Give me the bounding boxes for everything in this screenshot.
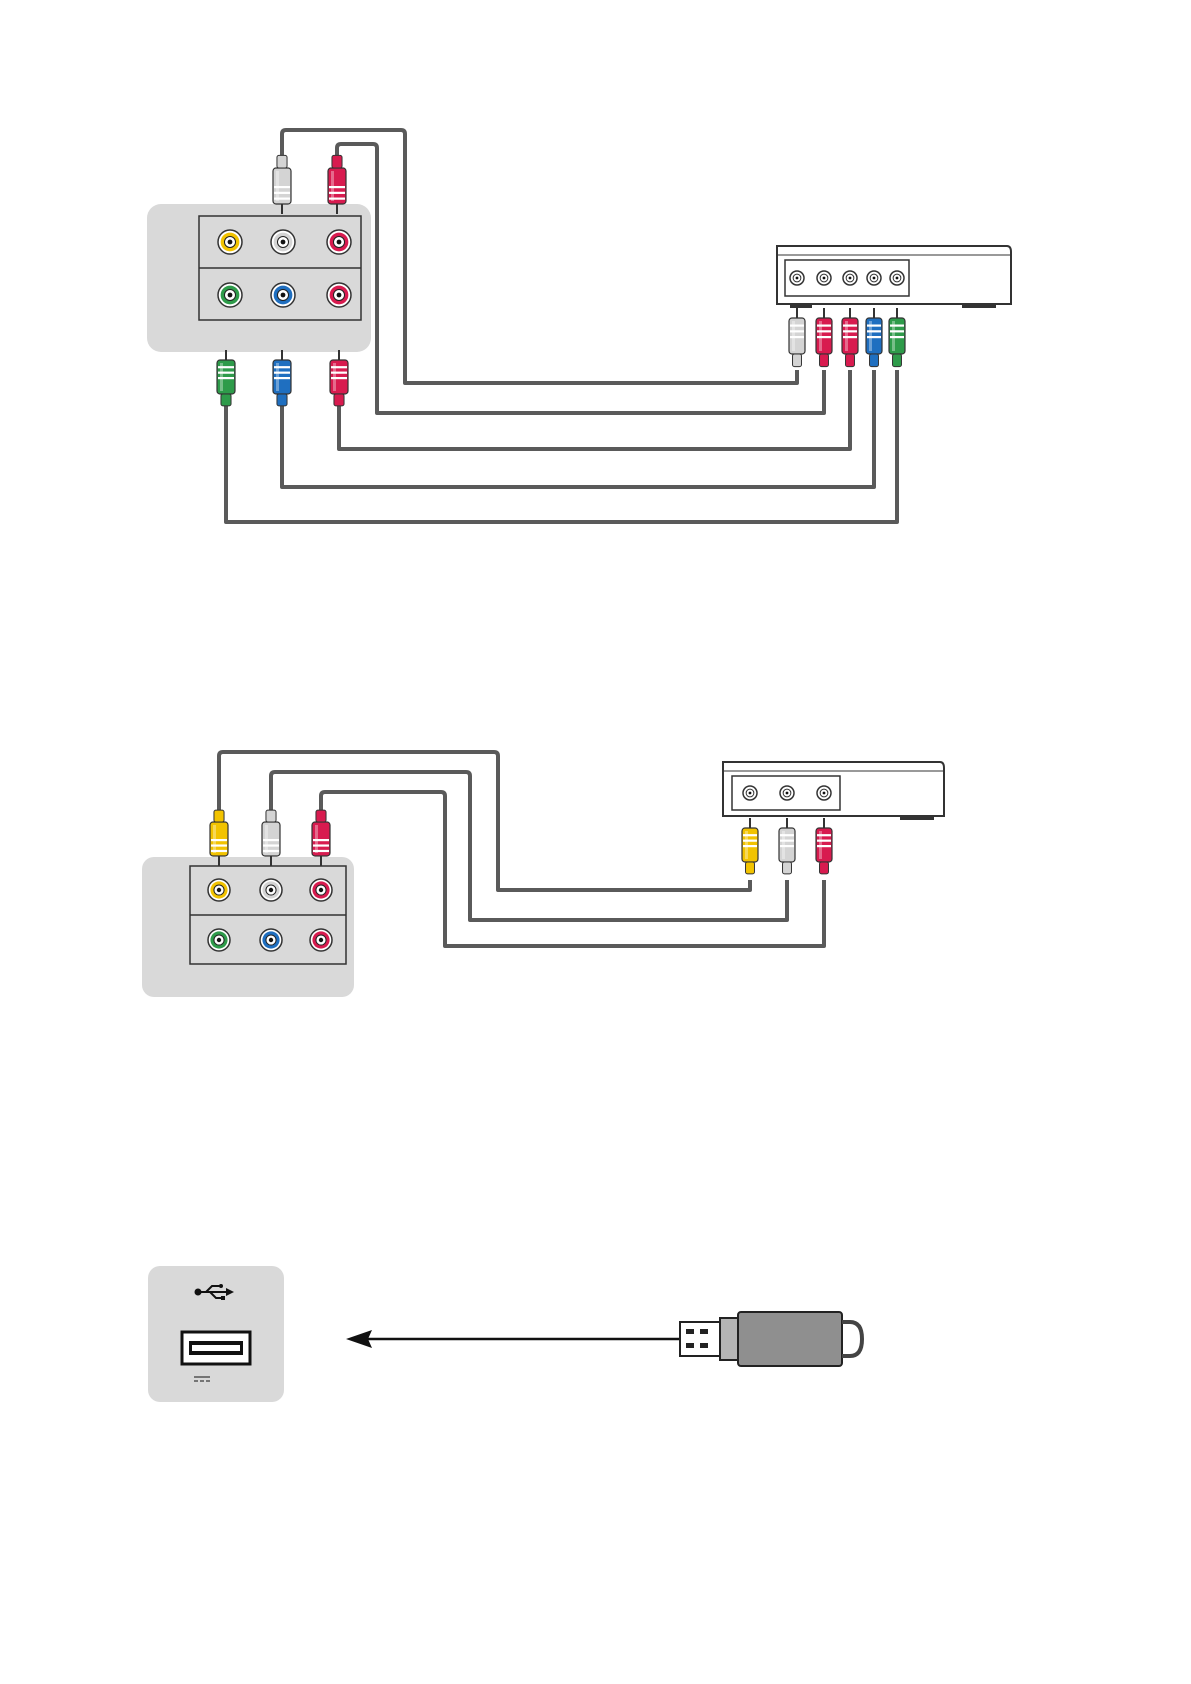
red-device-jack (817, 271, 831, 285)
white-device-jack (780, 786, 794, 800)
device-foot (900, 816, 934, 820)
red-device-jack (817, 786, 831, 800)
yellow-rca-jack (208, 879, 230, 901)
blue-rca-plug (273, 350, 291, 406)
red-rca-jack (310, 879, 332, 901)
red-rca-plug (816, 308, 832, 367)
green-rca-plug (217, 350, 235, 406)
device-foot (790, 304, 812, 308)
composite-av-diagram (142, 752, 944, 997)
blue-device-jack (867, 271, 881, 285)
red-rca-jack (310, 929, 332, 951)
white-rca-plug (789, 308, 805, 367)
tv-connector-panel (142, 857, 354, 997)
green-device-jack (890, 271, 904, 285)
yellow-device-jack (743, 786, 757, 800)
red-rca-plug (842, 308, 858, 367)
green-rca-jack (218, 283, 242, 307)
green-rca-jack (208, 929, 230, 951)
white-rca-jack (260, 879, 282, 901)
blue-rca-jack (260, 929, 282, 951)
green-rca-plug (889, 308, 905, 367)
cable-audio-right (337, 144, 824, 413)
device-foot (962, 304, 996, 308)
blue-rca-jack (271, 283, 295, 307)
red-rca-jack (327, 230, 351, 254)
blue-rca-plug (866, 308, 882, 367)
cable-pb (282, 370, 874, 487)
yellow-rca-plug (742, 818, 758, 874)
white-device-jack (790, 271, 804, 285)
usb-flash-drive-icon (680, 1312, 862, 1366)
arrow-left-icon (346, 1330, 680, 1348)
red-rca-jack (327, 283, 351, 307)
white-rca-jack (271, 230, 295, 254)
usb-port-icon (182, 1332, 250, 1364)
yellow-rca-jack (218, 230, 242, 254)
component-video-diagram (147, 130, 1011, 522)
red-rca-plug (816, 818, 832, 874)
tv-connector-panel (147, 204, 371, 352)
usb-diagram (148, 1266, 862, 1402)
white-rca-plug (779, 818, 795, 874)
red-rca-plug (330, 350, 348, 406)
red-device-jack (843, 271, 857, 285)
cable-y (226, 370, 897, 522)
